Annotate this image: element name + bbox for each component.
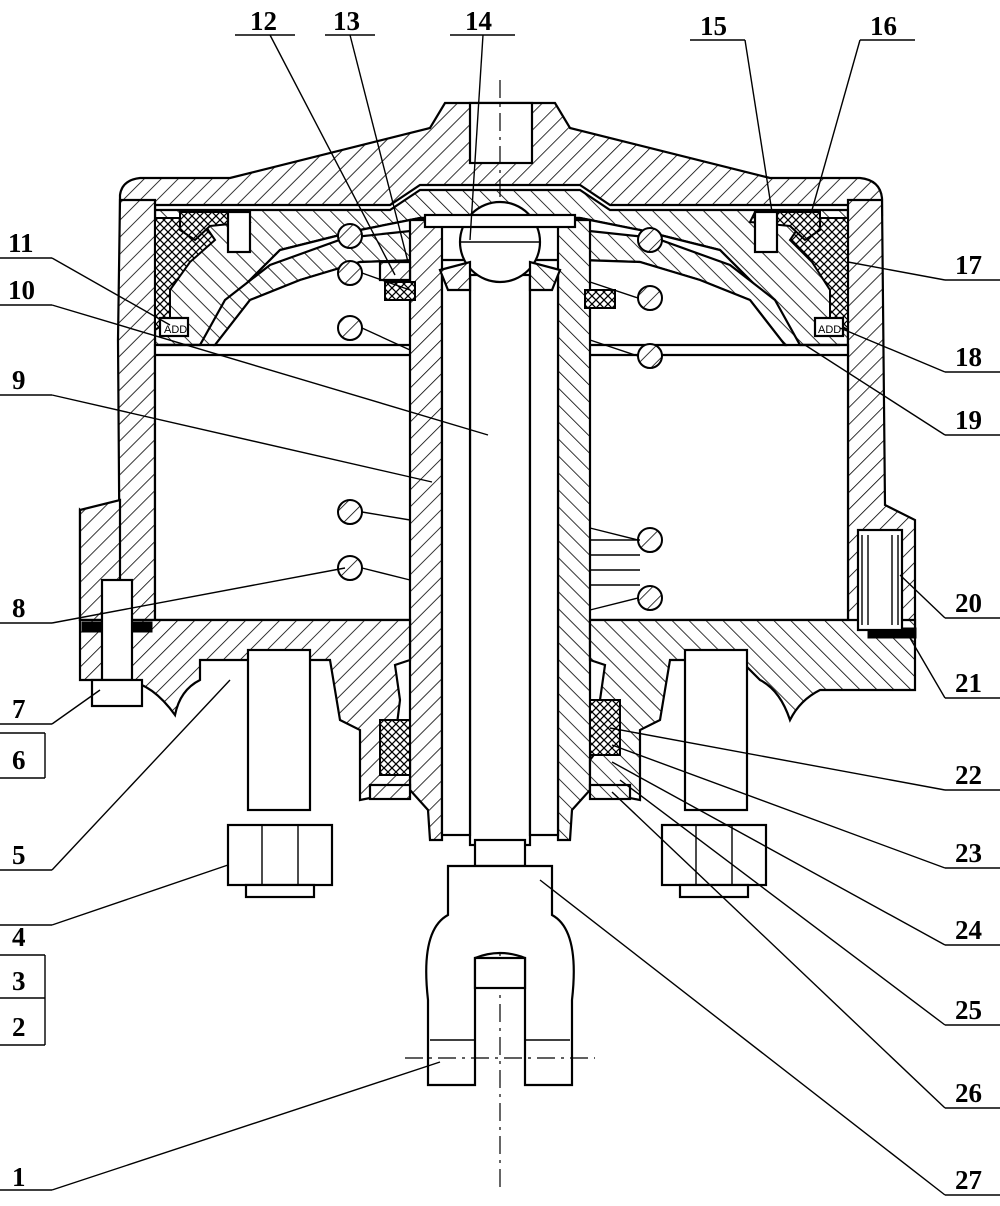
label-16: 16 [870, 11, 897, 41]
label-17: 17 [955, 250, 982, 280]
label-7: 7 [12, 694, 26, 724]
label-boxes [0, 732, 46, 1046]
label-19: 19 [955, 405, 982, 435]
label-26: 26 [955, 1078, 982, 1108]
label-4: 4 [12, 922, 26, 952]
base-flange [78, 528, 917, 899]
label-10: 10 [8, 275, 35, 305]
part-labels: 1 2 3 4 5 6 7 8 9 10 11 12 13 14 15 16 1… [8, 6, 982, 1195]
label-15: 15 [700, 11, 727, 41]
label-5: 5 [12, 840, 26, 870]
label-23: 23 [955, 838, 982, 868]
seal-marking-left: ADD [164, 324, 187, 336]
label-6: 6 [12, 745, 26, 775]
label-9: 9 [12, 365, 26, 395]
seal-rings: ADD ADD [154, 210, 849, 338]
label-8: 8 [12, 593, 26, 623]
clevis-fork [405, 838, 595, 1087]
label-27: 27 [955, 1165, 982, 1195]
label-24: 24 [955, 915, 982, 945]
central-rod-assembly [378, 200, 616, 847]
label-2: 2 [12, 1012, 26, 1042]
label-13: 13 [333, 6, 360, 36]
label-20: 20 [955, 588, 982, 618]
label-22: 22 [955, 760, 982, 790]
leader-lines [0, 34, 1000, 1196]
label-11: 11 [8, 228, 34, 258]
label-1: 1 [12, 1162, 26, 1192]
seal-marking-right: ADD [818, 324, 841, 336]
label-18: 18 [955, 342, 982, 372]
label-3: 3 [12, 966, 26, 996]
label-21: 21 [955, 668, 982, 698]
label-25: 25 [955, 995, 982, 1025]
label-14: 14 [465, 6, 492, 36]
label-12: 12 [250, 6, 277, 36]
